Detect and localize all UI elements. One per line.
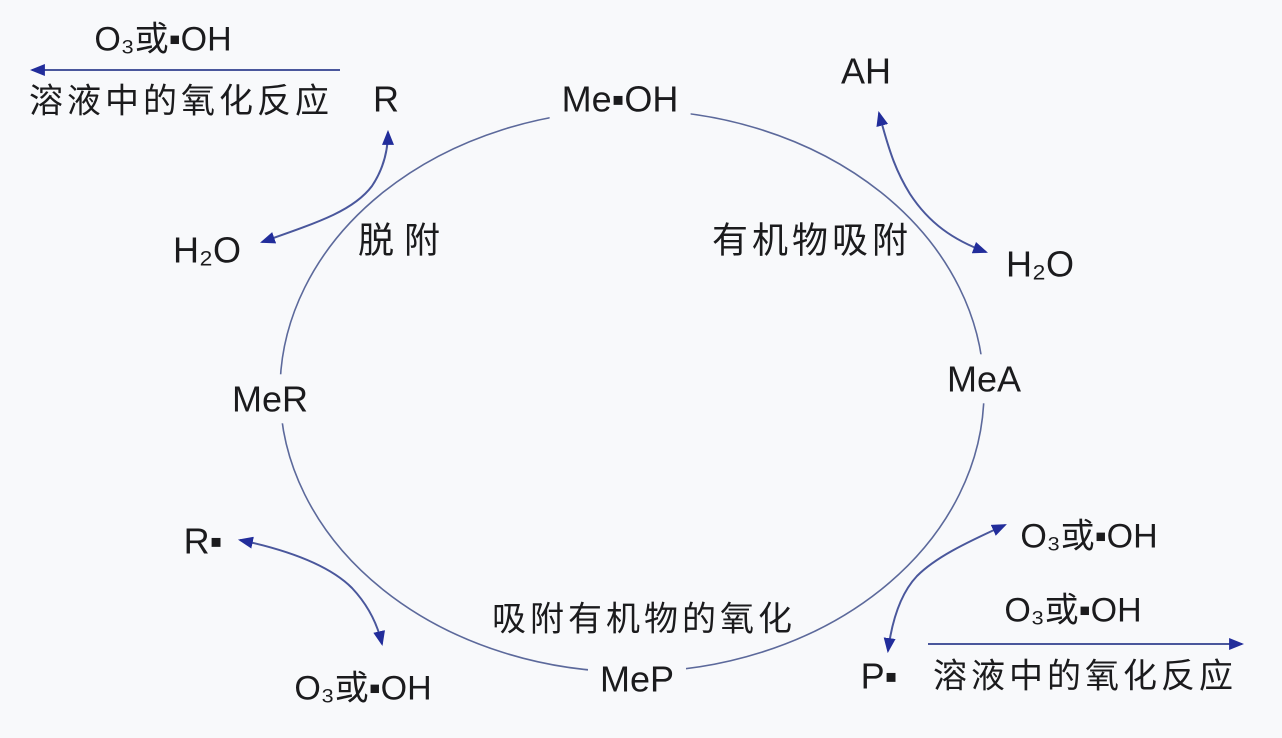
process-oxidation-of-adsorbed: 吸附有机物的氧化: [492, 600, 796, 639]
species-h2o-right: H₂O: [1006, 243, 1074, 285]
caption-solution-oxidation-left: 溶液中的氧化反应: [29, 82, 333, 121]
arrow-p-radical-release: [883, 524, 1007, 654]
node-mer: MeR: [219, 374, 321, 424]
catalyst-cycle-ellipse: [279, 109, 985, 673]
species-o3-right: O₃或▪OH: [1020, 517, 1158, 556]
node-mep: MeP: [587, 654, 687, 704]
species-o3-bottom-left: O₃或▪OH: [294, 669, 432, 708]
arrow-adsorption: [876, 110, 988, 254]
arrow-desorption: [260, 129, 394, 244]
species-h2o-left: H₂O: [173, 229, 241, 271]
species-r-radical: R▪: [183, 520, 223, 562]
species-r: R: [373, 78, 399, 120]
node-me-oh: Me▪OH: [549, 74, 691, 124]
species-ah: AH: [840, 50, 892, 92]
process-desorption: 脱附: [357, 219, 451, 261]
reagent-top-left: O₃或▪OH: [94, 20, 232, 59]
process-adsorption: 有机物吸附: [711, 219, 913, 261]
node-mea: MeA: [934, 354, 1034, 404]
reagent-bottom-right: O₃或▪OH: [1004, 591, 1142, 630]
arrow-r-radical-release: [237, 536, 385, 647]
caption-solution-oxidation-right: 溶液中的氧化反应: [933, 657, 1237, 696]
species-p-radical: P▪: [860, 655, 898, 697]
